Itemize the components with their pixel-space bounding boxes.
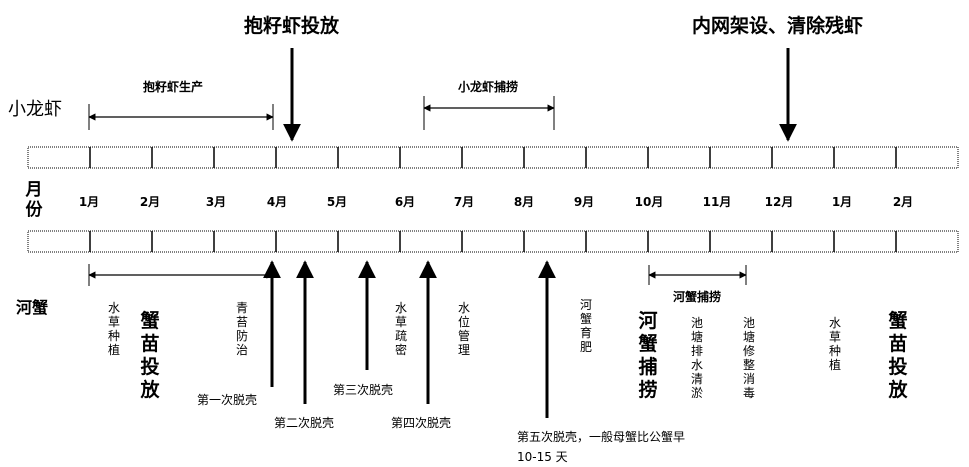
span-label-crab-harvest: 河蟹捕捞 bbox=[670, 288, 724, 305]
month-label: 9月 bbox=[573, 195, 595, 209]
month-label: 2月 bbox=[892, 195, 914, 209]
month-label: 11月 bbox=[702, 195, 732, 209]
activity-crab-harvest: 河蟹捕捞 bbox=[638, 310, 658, 401]
molt-label-2: 第二次脱壳 bbox=[274, 416, 335, 430]
activity-crab-seed-release-2: 蟹苗投放 bbox=[888, 310, 908, 401]
month-label: 12月 bbox=[764, 195, 794, 209]
month-label: 7月 bbox=[453, 195, 475, 209]
month-label: 3月 bbox=[205, 195, 227, 209]
row-label-crab: 河蟹 bbox=[16, 298, 49, 317]
row-label-crayfish: 小龙虾 bbox=[8, 99, 62, 120]
month-label: 10月 bbox=[634, 195, 664, 209]
month-label: 1月 bbox=[831, 195, 853, 209]
activity-water-level-management: 水位管理 bbox=[457, 301, 470, 357]
activity-moss-control: 青苔防治 bbox=[235, 301, 248, 357]
activity-crab-seed-release: 蟹苗投放 bbox=[140, 310, 160, 401]
timeline-bar-top bbox=[27, 146, 959, 169]
activity-waterweed-planting-2: 水草种植 bbox=[828, 316, 841, 372]
activity-waterweed-planting: 水草种植 bbox=[107, 301, 120, 357]
activity-pond-repair-disinfect: 池塘修整消毒 bbox=[742, 316, 755, 400]
activity-waterweed-thinning: 水草疏密 bbox=[394, 301, 407, 357]
axis-title-month: 月份 bbox=[25, 180, 43, 220]
month-label: 6月 bbox=[394, 195, 416, 209]
molt-label-1: 第一次脱壳 bbox=[197, 393, 258, 407]
activity-pond-drain-dredge: 池塘排水清淤 bbox=[690, 316, 703, 400]
event-title-net-install-clear: 内网架设、清除残虾 bbox=[692, 15, 864, 37]
molt-label-4: 第四次脱壳 bbox=[391, 416, 452, 430]
span-label-crayfish-harvest: 小龙虾捕捞 bbox=[455, 78, 521, 95]
event-title-egg-shrimp-release: 抱籽虾投放 bbox=[244, 15, 340, 37]
month-label: 4月 bbox=[266, 195, 288, 209]
month-label: 1月 bbox=[78, 195, 100, 209]
month-label: 5月 bbox=[326, 195, 348, 209]
molt-label-5-note: 第五次脱壳，一般母蟹比公蟹早 10-15 天 bbox=[517, 430, 686, 464]
molt-label-3: 第三次脱壳 bbox=[333, 383, 394, 397]
month-label: 2月 bbox=[139, 195, 161, 209]
span-label-egg-shrimp-production: 抱籽虾生产 bbox=[140, 78, 206, 95]
month-label: 8月 bbox=[513, 195, 535, 209]
timeline-bar-bottom bbox=[27, 230, 959, 253]
activity-crab-fattening: 河蟹育肥 bbox=[579, 298, 592, 354]
